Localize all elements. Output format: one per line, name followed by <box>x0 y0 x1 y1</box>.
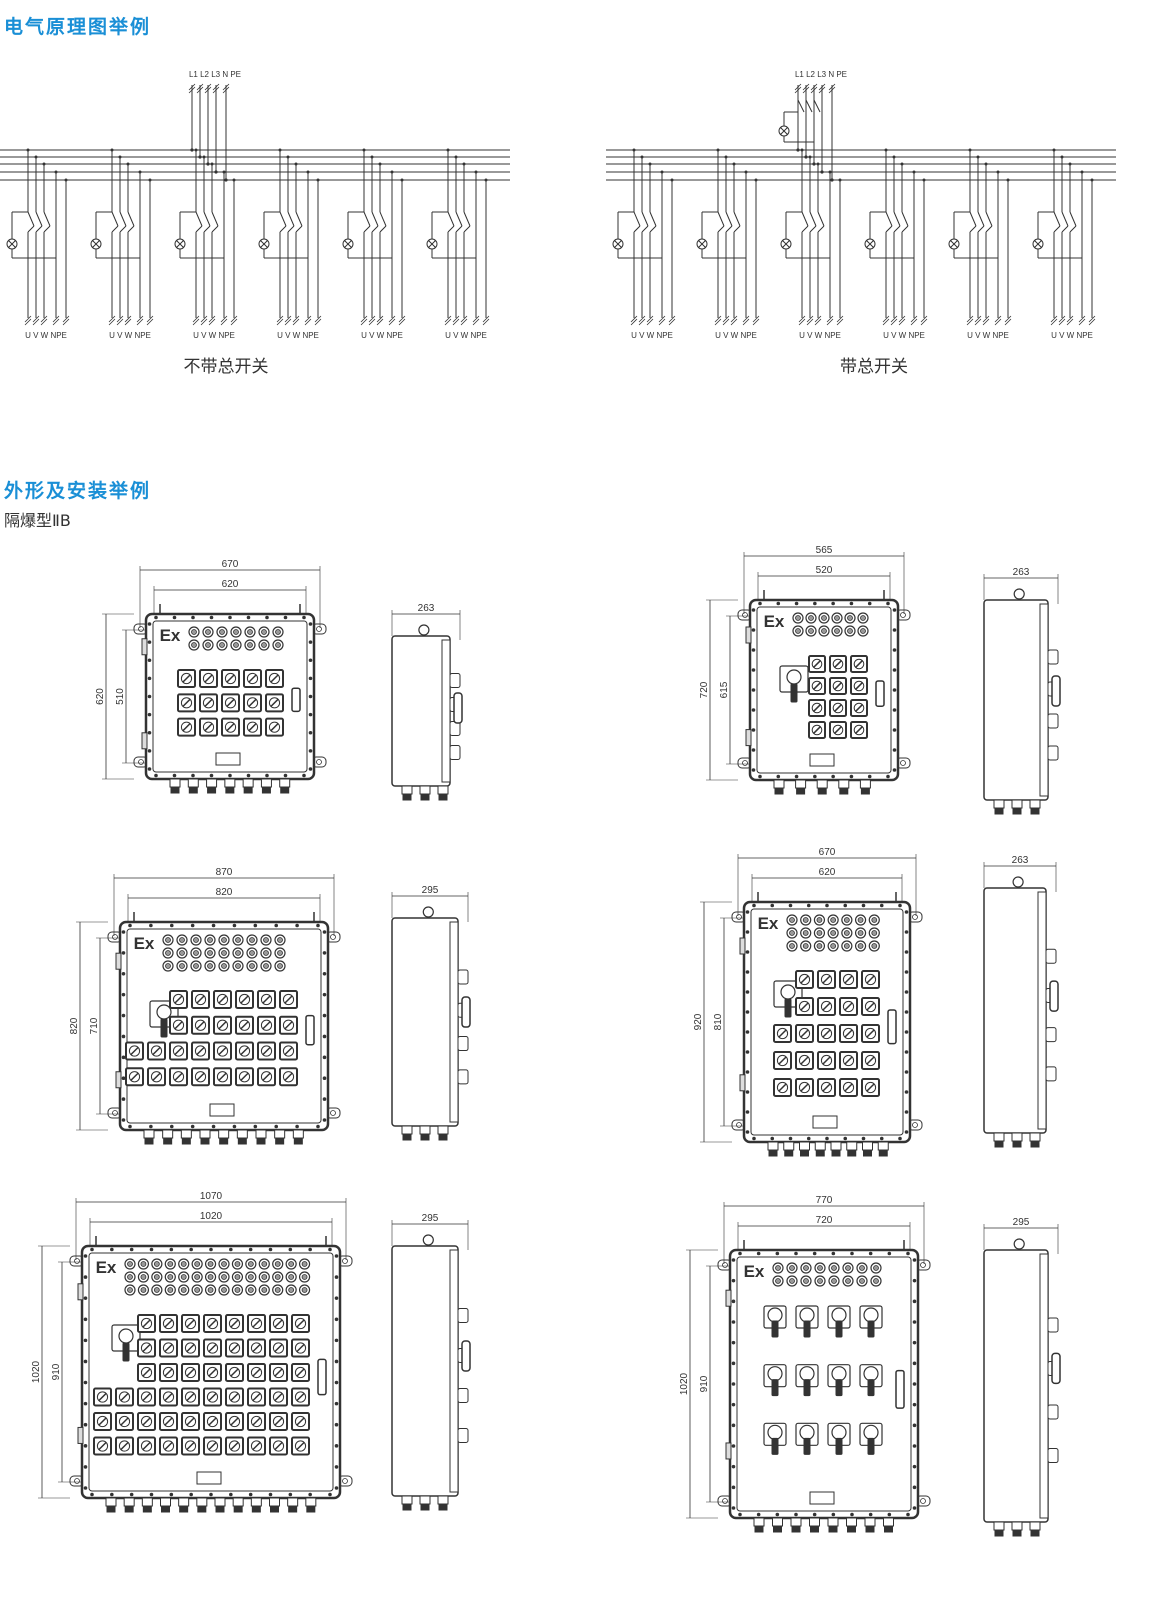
box-2-side-view: 263 <box>983 567 1061 815</box>
box-5-front-view: Ex 1070 1020 1020 910 <box>31 1191 353 1513</box>
ex-logo: Ex <box>96 1258 117 1277</box>
outer-height-label: 920 <box>693 1013 704 1030</box>
box-3-side-view: 295 <box>391 885 471 1141</box>
outer-width-label: 670 <box>819 847 836 858</box>
branch-output-label: U V W NPE <box>967 331 1009 340</box>
inner-height-label: 710 <box>89 1017 100 1034</box>
ex-logo: Ex <box>160 626 181 645</box>
outer-width-label: 770 <box>816 1195 833 1206</box>
outer-height-label: 620 <box>95 688 106 705</box>
inner-width-label: 620 <box>819 867 836 878</box>
box-5-side-view: 295 <box>391 1213 471 1511</box>
inner-width-label: 1020 <box>200 1211 223 1222</box>
inner-width-label: 820 <box>216 887 233 898</box>
box-1-side-view: 263 <box>391 603 463 801</box>
depth-label: 263 <box>418 603 435 614</box>
branch-output-label: U V W NPE <box>277 331 319 340</box>
box-4-side-view: 263 <box>983 855 1059 1148</box>
depth-label: 295 <box>422 885 439 896</box>
branch-output-label: U V W NPE <box>25 331 67 340</box>
outline-subtitle: 隔爆型ⅡB <box>4 511 71 530</box>
branch-output-label: U V W NPE <box>883 331 925 340</box>
branch-output-label: U V W NPE <box>631 331 673 340</box>
branch-output-label: U V W NPE <box>445 331 487 340</box>
left-diagram-caption: 不带总开关 <box>183 357 269 377</box>
box-3-front-view: Ex 870 820 820 710 <box>69 867 341 1145</box>
ex-logo: Ex <box>758 914 779 933</box>
circuit-diagram-right: L1 L2 L3 N PE U V W NPE U V W NPE U V W NPE… <box>606 70 1116 340</box>
circuit-section-title: 电气原理图举例 <box>4 16 152 38</box>
right-diagram-caption: 带总开关 <box>840 357 908 377</box>
inner-height-label: 910 <box>51 1363 62 1380</box>
bus-label: L1 L2 L3 N PE <box>189 70 241 79</box>
inner-width-label: 720 <box>816 1215 833 1226</box>
inner-width-label: 520 <box>816 565 833 576</box>
box-6-front-view: Ex 770 720 1020 910 <box>679 1195 931 1533</box>
inner-width-label: 620 <box>222 579 239 590</box>
outer-height-label: 720 <box>699 681 710 698</box>
outer-height-label: 1020 <box>679 1372 690 1395</box>
box-2-front-view: Ex 565 520 720 615 <box>699 545 911 795</box>
outer-height-label: 820 <box>69 1017 80 1034</box>
inner-height-label: 810 <box>713 1013 724 1030</box>
outer-width-label: 565 <box>816 545 833 556</box>
branch-output-label: U V W NPE <box>715 331 757 340</box>
circuit-diagram-left: L1 L2 L3 N PE U V W NPE U V W NPE U V W NPE… <box>0 70 510 340</box>
depth-label: 263 <box>1013 567 1030 578</box>
branch-output-label: U V W NPE <box>1051 331 1093 340</box>
outer-height-label: 1020 <box>31 1360 42 1383</box>
inner-height-label: 615 <box>719 681 730 698</box>
depth-label: 295 <box>422 1213 439 1224</box>
branch-output-label: U V W NPE <box>193 331 235 340</box>
outer-width-label: 1070 <box>200 1191 223 1202</box>
outer-width-label: 670 <box>222 559 239 570</box>
outline-section-title: 外形及安装举例 <box>4 480 152 502</box>
depth-label: 295 <box>1013 1217 1030 1228</box>
ex-logo: Ex <box>764 612 785 631</box>
outer-width-label: 870 <box>216 867 233 878</box>
branch-output-label: U V W NPE <box>361 331 403 340</box>
bus-label: L1 L2 L3 N PE <box>795 70 847 79</box>
depth-label: 263 <box>1012 855 1029 866</box>
box-1-front-view: Ex 670 620 620 510 <box>95 559 327 794</box>
inner-height-label: 510 <box>115 688 126 705</box>
box-6-side-view: 295 <box>983 1217 1061 1537</box>
box-4-front-view: Ex 670 620 920 810 <box>693 847 923 1157</box>
branch-output-label: U V W NPE <box>799 331 841 340</box>
ex-logo: Ex <box>134 934 155 953</box>
branch-output-label: U V W NPE <box>109 331 151 340</box>
inner-height-label: 910 <box>699 1375 710 1392</box>
ex-logo: Ex <box>744 1262 765 1281</box>
